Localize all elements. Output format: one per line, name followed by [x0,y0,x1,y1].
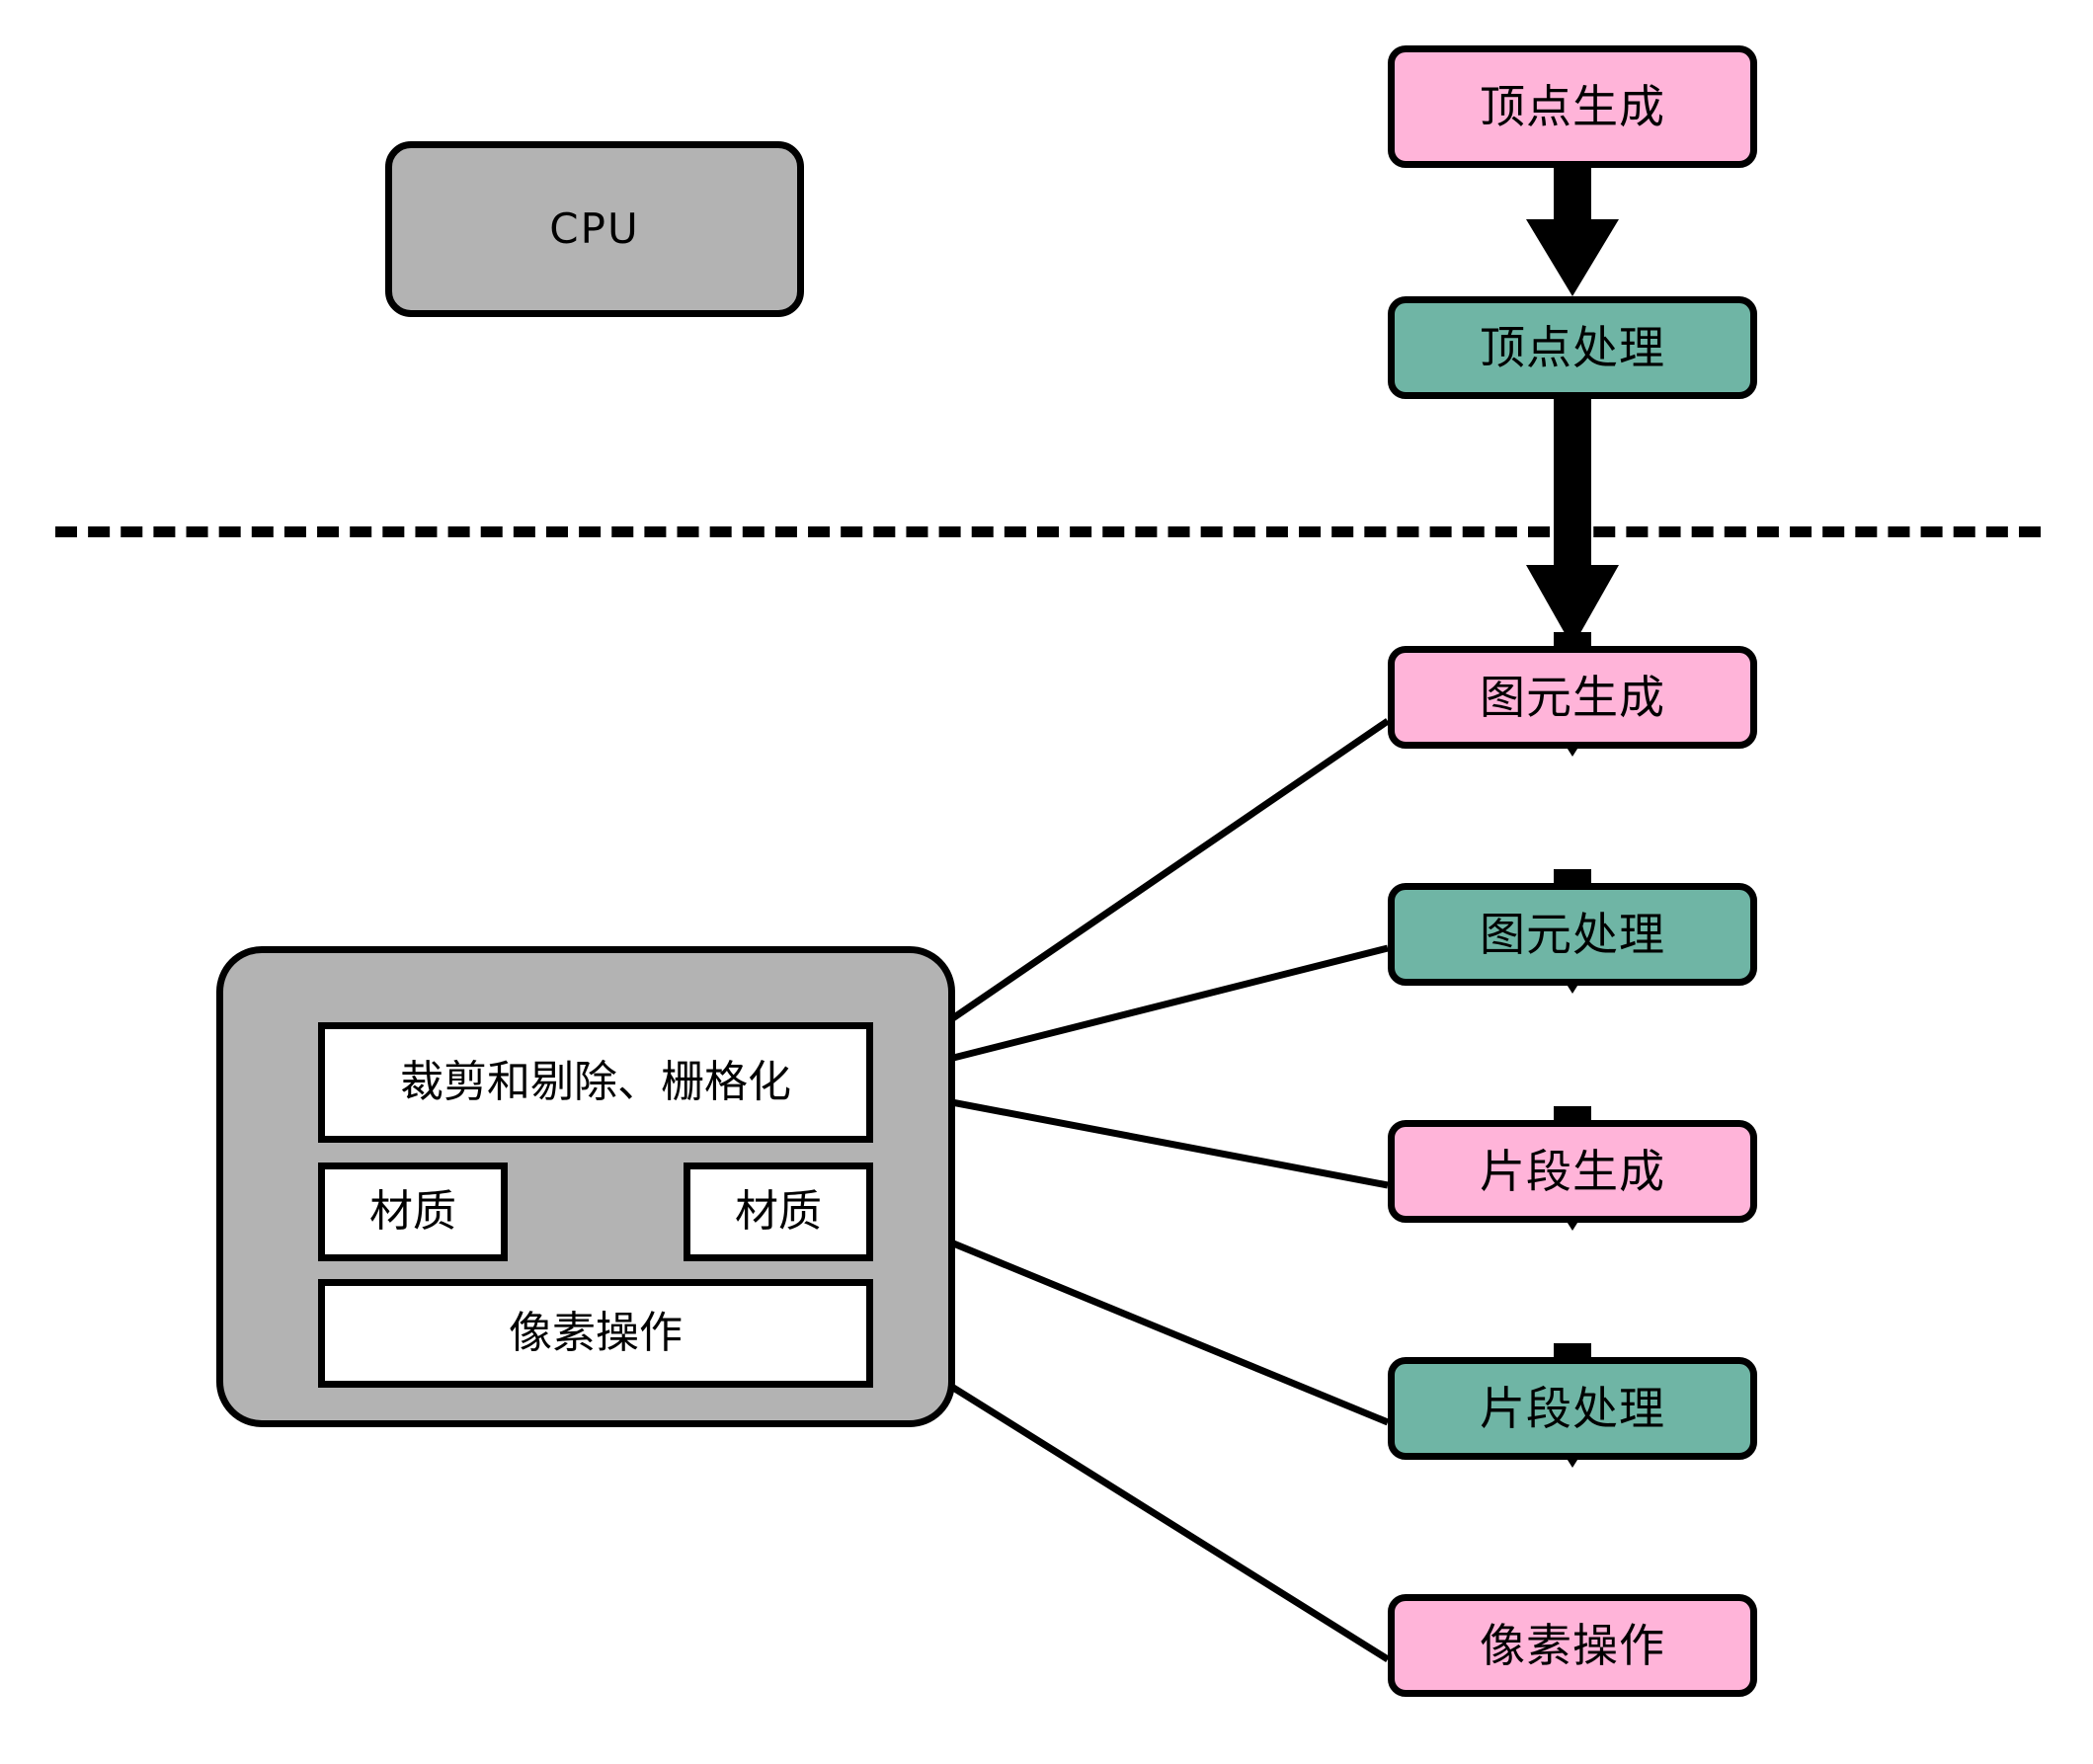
node-vertex-processing[interactable]: 顶点处理 [1388,296,1757,399]
flow-arrow-2 [1526,395,1619,647]
node-primitive-generation-label: 图元生成 [1480,671,1665,724]
sub-box-clip-cull-raster[interactable]: 裁剪和剔除、栅格化 [318,1022,873,1143]
node-vertex-generation-label: 顶点生成 [1480,80,1665,133]
node-primitive-processing-label: 图元处理 [1480,908,1665,961]
flow-arrow-1 [1526,166,1619,296]
sub-box-texture-right-label: 材质 [735,1186,822,1237]
node-pixel-operations[interactable]: 像素操作 [1388,1594,1757,1697]
link-fragment-processing-to-texture [872,1203,1390,1426]
node-vertex-generation[interactable]: 顶点生成 [1388,45,1757,168]
node-fragment-processing-label: 片段处理 [1480,1382,1665,1435]
sub-box-texture-right[interactable]: 材质 [684,1163,873,1261]
node-fragment-generation-label: 片段生成 [1480,1145,1665,1198]
link-primitive-processing-to-raster [872,944,1389,1096]
link-fragment-generation-to-raster [872,1065,1389,1189]
node-pixel-operations-label: 像素操作 [1480,1619,1665,1672]
link-primitive-generation-to-raster [873,718,1390,1073]
node-vertex-processing-label: 顶点处理 [1480,321,1665,374]
gpu-container[interactable]: 裁剪和剔除、栅格化 材质 材质 像素操作 [216,946,955,1427]
cpu-label: CPU [549,204,640,253]
sub-box-pixel-ops-label: 像素操作 [509,1308,683,1358]
cpu-box[interactable]: CPU [385,141,804,317]
node-fragment-processing[interactable]: 片段处理 [1388,1357,1757,1460]
sub-box-pixel-ops[interactable]: 像素操作 [318,1279,873,1388]
sub-box-texture-left-label: 材质 [369,1186,456,1237]
node-fragment-generation[interactable]: 片段生成 [1388,1120,1757,1223]
sub-box-texture-left[interactable]: 材质 [318,1163,508,1261]
sub-box-clip-cull-raster-label: 裁剪和剔除、栅格化 [400,1057,791,1107]
node-primitive-processing[interactable]: 图元处理 [1388,883,1757,986]
node-primitive-generation[interactable]: 图元生成 [1388,646,1757,749]
cpu-gpu-divider [55,526,2041,537]
link-pixel-operations-to-pixel-ops [873,1337,1390,1662]
